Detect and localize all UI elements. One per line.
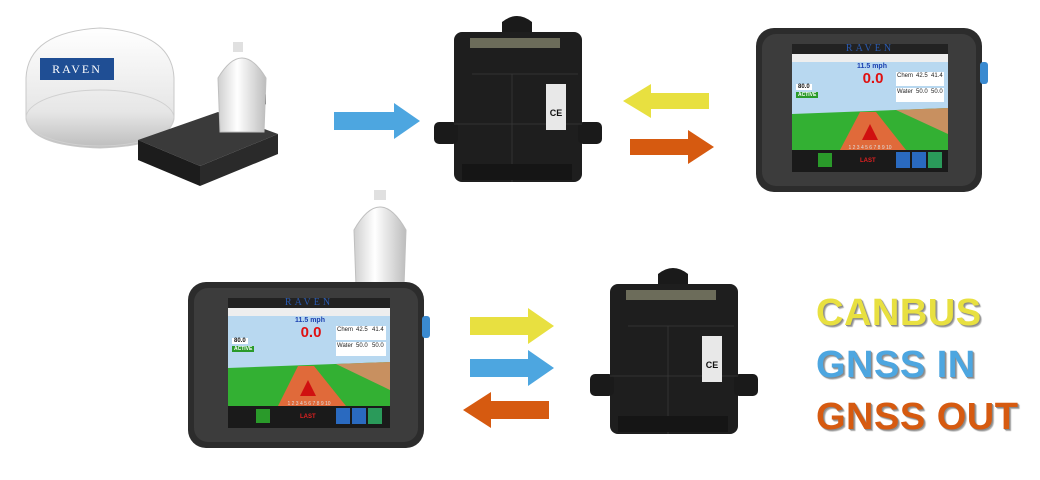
display-1-water-label: Water: [897, 89, 913, 95]
ce-mark-2: CE: [705, 360, 719, 370]
gnss-in-arrow-1: [334, 103, 420, 139]
display-2-speed: 11.5 mph: [295, 317, 325, 324]
display-2-brand: RAVEN: [284, 297, 334, 308]
gnss-out-arrow-2: [463, 392, 549, 428]
field-computer-display-2: RAVEN 11.5 mph 0.0 Chem 42.5 41.4 Water …: [188, 282, 432, 448]
display-1-left-tag: ACTIVE: [796, 92, 819, 98]
display-2-left-tag: ACTIVE: [232, 346, 255, 352]
display-2-bottom-label: LAST: [300, 414, 316, 420]
display-1-bottom-label: LAST: [860, 158, 876, 164]
gnss-out-arrow-1: [630, 130, 714, 164]
display-2-water-value-a: 50.0: [356, 343, 368, 349]
display-2-chem-label: Chem: [337, 327, 354, 333]
display-2-chem-value-b: 41.4: [372, 327, 384, 333]
display-1-water-value-b: 50.0: [931, 89, 943, 95]
display-1-section-numbers: 1 2 3 4 5 6 7 8 9 10: [848, 145, 892, 151]
display-1-chem-value-a: 42.5: [916, 73, 928, 79]
canbus-arrow-1: [623, 84, 709, 118]
legend-gnss-in: GNSS IN: [816, 344, 976, 386]
gnss-in-arrow-2: [470, 350, 554, 386]
display-2-section-numbers: 1 2 3 4 5 6 7 8 9 10: [287, 401, 331, 407]
display-1-speed: 11.5 mph: [857, 63, 887, 70]
display-2-water-label: Water: [337, 343, 353, 349]
antenna-brand-label: RAVEN: [52, 62, 102, 76]
ce-mark-1: CE: [549, 108, 563, 118]
display-1-brand: RAVEN: [845, 43, 895, 54]
display-1-left-value: 80.0: [796, 84, 812, 90]
raven-dome-antenna: RAVEN: [20, 22, 180, 152]
display-1-chem-label: Chem: [897, 73, 914, 79]
legend-gnss-out: GNSS OUT: [816, 396, 1019, 438]
display-2-water-value-b: 50.0: [372, 343, 384, 349]
field-computer-display-1: RAVEN 11.5 mph 0.0 Chem 42.5 41.4 Water …: [756, 28, 990, 192]
canbus-arrow-2: [470, 308, 554, 344]
display-2-left-value: 80.0: [232, 338, 248, 344]
display-2-main-value: 0.0: [300, 324, 322, 341]
control-module-2: CE: [588, 266, 758, 446]
display-2-chem-value-a: 42.5: [356, 327, 368, 333]
legend-canbus: CANBUS: [816, 292, 982, 334]
display-1-chem-value-b: 41.4: [931, 73, 943, 79]
display-1-main-value: 0.0: [862, 70, 884, 87]
display-2-antenna: [344, 190, 418, 290]
control-module-1: CE: [432, 14, 602, 194]
display-1-water-value-a: 50.0: [916, 89, 928, 95]
gnss-receiver-box: [138, 38, 288, 188]
